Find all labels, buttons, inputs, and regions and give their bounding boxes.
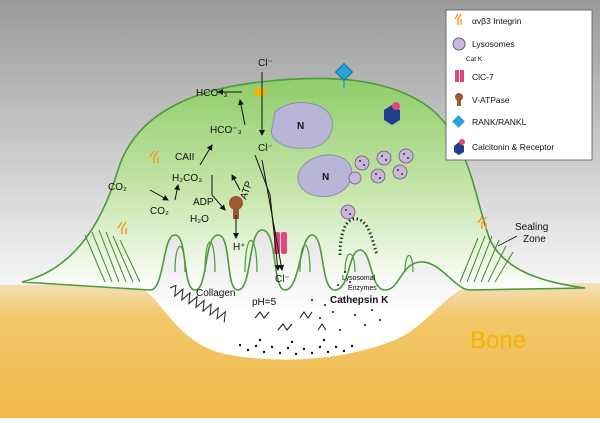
vatpase-icon <box>455 93 463 101</box>
lysosome-icon <box>452 37 466 51</box>
bicarbonate-exchanger <box>254 88 266 96</box>
calcitonin-receptor <box>384 102 400 125</box>
resorption-particles <box>238 271 381 356</box>
label-h2o: H₂O <box>190 214 209 225</box>
legend-integrin: αvβ3 Integrin <box>472 16 522 26</box>
bone <box>0 283 600 418</box>
legend-lysosomes: Lysosomes <box>472 39 515 49</box>
sealing-zone-pointer <box>497 235 518 247</box>
legend-box <box>445 9 593 161</box>
label-hplus: H⁺ <box>233 242 246 253</box>
integrin-markers <box>117 150 487 234</box>
nucleus-1-label: N <box>297 121 304 132</box>
label-sealing: Sealing <box>515 222 548 233</box>
lysosome-granules <box>345 153 409 215</box>
label-co2-out: CO₂ <box>108 182 127 193</box>
vatpase-pump <box>229 196 243 219</box>
nucleus-2 <box>297 154 353 198</box>
collagen-fiber <box>169 284 226 323</box>
label-cl-bottom: Cl⁻ <box>275 274 290 285</box>
label-hco3-mid: HCO⁻₃ <box>210 125 242 136</box>
lysosomes <box>340 148 414 220</box>
legend-rankl: RANK/RANKL <box>472 117 527 127</box>
legend-catk: Cat K <box>466 56 483 63</box>
label-bone: Bone <box>470 327 526 354</box>
label-cl-top: Cl⁻ <box>258 58 273 69</box>
legend-clc7: ClC-7 <box>472 72 494 82</box>
label-cl-mid: Cl⁻ <box>258 143 273 154</box>
rankl-receptor <box>334 62 354 88</box>
sealing-zone-left <box>84 229 141 283</box>
label-enzymes: Enzymes <box>348 285 377 292</box>
rankl-icon <box>452 115 465 128</box>
label-ph: pH=5 <box>252 297 277 308</box>
transport-arrows <box>149 72 285 271</box>
label-adp: ADP <box>193 197 214 208</box>
legend: αvβ3 Integrin Lysosomes Cat K ClC-7 V-AT… <box>445 9 593 161</box>
collagen-fragments <box>254 311 327 331</box>
ruffled-border <box>174 239 414 273</box>
integrin-icon <box>454 13 462 25</box>
label-lysosomal: Lysosomal <box>342 275 376 282</box>
label-h2co3: H₂CO₃ <box>172 173 202 184</box>
label-cathepsin-k: Cathepsin K <box>330 295 389 306</box>
clc7-icon <box>455 70 459 82</box>
legend-calcitonin: Calcitonin & Receptor <box>472 142 554 152</box>
sealing-zone-right <box>459 235 514 283</box>
nucleus-2-label: N <box>322 172 329 183</box>
nucleus-1 <box>270 102 333 149</box>
label-caii: CAII <box>175 152 194 163</box>
lysosome-fusion <box>338 217 380 257</box>
label-co2-in: CO₂ <box>150 206 169 217</box>
legend-vatpase: V-ATPase <box>472 95 510 105</box>
label-hco3-top: HCO⁻₃ <box>196 88 228 99</box>
calcitonin-icon <box>454 142 464 155</box>
label-collagen: Collagen <box>196 288 235 299</box>
label-zone: Zone <box>523 234 546 245</box>
